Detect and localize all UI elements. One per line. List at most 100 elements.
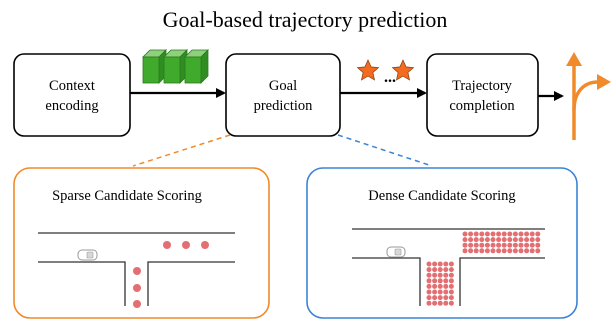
candidate-point — [201, 241, 209, 249]
candidate-point — [512, 231, 518, 237]
feature-cube-icon — [184, 49, 209, 84]
candidate-point — [432, 283, 438, 289]
goal-prediction-label-line1: Goal — [269, 78, 297, 94]
candidate-point — [473, 242, 479, 248]
candidate-point — [518, 242, 524, 248]
candidate-point — [490, 237, 496, 243]
candidate-point — [448, 289, 454, 295]
candidate-point — [524, 231, 530, 237]
context-encoding-box — [13, 53, 131, 137]
feature-cube-icon — [142, 49, 167, 84]
candidate-point — [426, 267, 432, 273]
candidate-point — [426, 295, 432, 301]
candidate-point — [529, 231, 535, 237]
dense-connector-dashed-line — [337, 134, 433, 167]
context-encoding-label-line2: encoding — [45, 98, 98, 114]
vehicle-icon — [77, 249, 98, 261]
candidate-point — [479, 242, 485, 248]
candidate-point — [443, 289, 449, 295]
candidate-point — [443, 300, 449, 306]
sparse-candidate-points — [133, 241, 209, 308]
candidate-point — [512, 237, 518, 243]
candidate-point — [432, 295, 438, 301]
candidate-point — [468, 242, 474, 248]
goal-star-icon — [391, 59, 415, 81]
goal-ellipsis: ... — [384, 69, 396, 86]
goal-prediction-label-line2: prediction — [254, 98, 314, 114]
feature-cubes-icon — [142, 49, 209, 84]
candidate-point — [529, 248, 535, 254]
candidate-point — [484, 237, 490, 243]
sparse-connector-dashed-line — [132, 134, 231, 167]
trajectory-completion-label-line2: completion — [449, 98, 515, 114]
dense-panel-title: Dense Candidate Scoring — [368, 188, 515, 204]
candidate-point — [182, 241, 190, 249]
candidate-point — [426, 289, 432, 295]
candidate-point — [448, 261, 454, 267]
trajectory-completion-box — [426, 53, 539, 137]
candidate-point — [479, 231, 485, 237]
candidate-point — [468, 231, 474, 237]
feature-cube-icon — [163, 49, 188, 84]
candidate-point — [462, 248, 468, 254]
candidate-point — [479, 237, 485, 243]
candidate-point — [426, 261, 432, 267]
candidate-point — [473, 237, 479, 243]
vehicle-icon — [386, 246, 406, 258]
candidate-point — [426, 278, 432, 284]
candidate-point — [432, 300, 438, 306]
candidate-point — [448, 272, 454, 278]
candidate-point — [512, 242, 518, 248]
candidate-point — [496, 231, 502, 237]
candidate-point — [473, 231, 479, 237]
candidate-point — [501, 231, 507, 237]
candidate-point — [501, 242, 507, 248]
candidate-point — [443, 295, 449, 301]
candidate-point — [437, 300, 443, 306]
candidate-point — [490, 231, 496, 237]
candidate-point — [468, 237, 474, 243]
sparse-panel — [13, 167, 270, 319]
candidate-point — [443, 261, 449, 267]
candidate-point — [448, 283, 454, 289]
candidate-point — [443, 272, 449, 278]
candidate-point — [448, 278, 454, 284]
candidate-point — [496, 237, 502, 243]
candidate-point — [432, 261, 438, 267]
dense-panel — [306, 167, 578, 319]
sparse-road-map — [38, 232, 235, 306]
candidate-point — [462, 242, 468, 248]
candidate-point — [448, 295, 454, 301]
candidate-point — [443, 278, 449, 284]
candidate-point — [443, 267, 449, 273]
candidate-point — [524, 237, 530, 243]
candidate-point — [507, 231, 513, 237]
candidate-point — [501, 237, 507, 243]
candidate-point — [437, 283, 443, 289]
candidate-point — [507, 237, 513, 243]
candidate-point — [518, 248, 524, 254]
candidate-point — [496, 242, 502, 248]
candidate-point — [133, 284, 141, 292]
dense-road-map — [352, 228, 545, 306]
candidate-point — [518, 231, 524, 237]
diagram-title: Goal-based trajectory prediction — [163, 7, 448, 32]
candidate-point — [133, 267, 141, 275]
candidate-point — [501, 248, 507, 254]
candidate-point — [163, 241, 171, 249]
candidate-point — [496, 248, 502, 254]
candidate-point — [448, 267, 454, 273]
candidate-point — [437, 295, 443, 301]
candidate-point — [490, 242, 496, 248]
trajectory-completion-label-line1: Trajectory — [452, 78, 513, 94]
candidate-point — [426, 272, 432, 278]
dense-candidate-grid — [426, 231, 541, 306]
candidate-point — [426, 283, 432, 289]
candidate-point — [518, 237, 524, 243]
candidate-point — [432, 267, 438, 273]
candidate-point — [437, 289, 443, 295]
candidate-point — [432, 272, 438, 278]
candidate-point — [524, 242, 530, 248]
candidate-point — [535, 242, 541, 248]
